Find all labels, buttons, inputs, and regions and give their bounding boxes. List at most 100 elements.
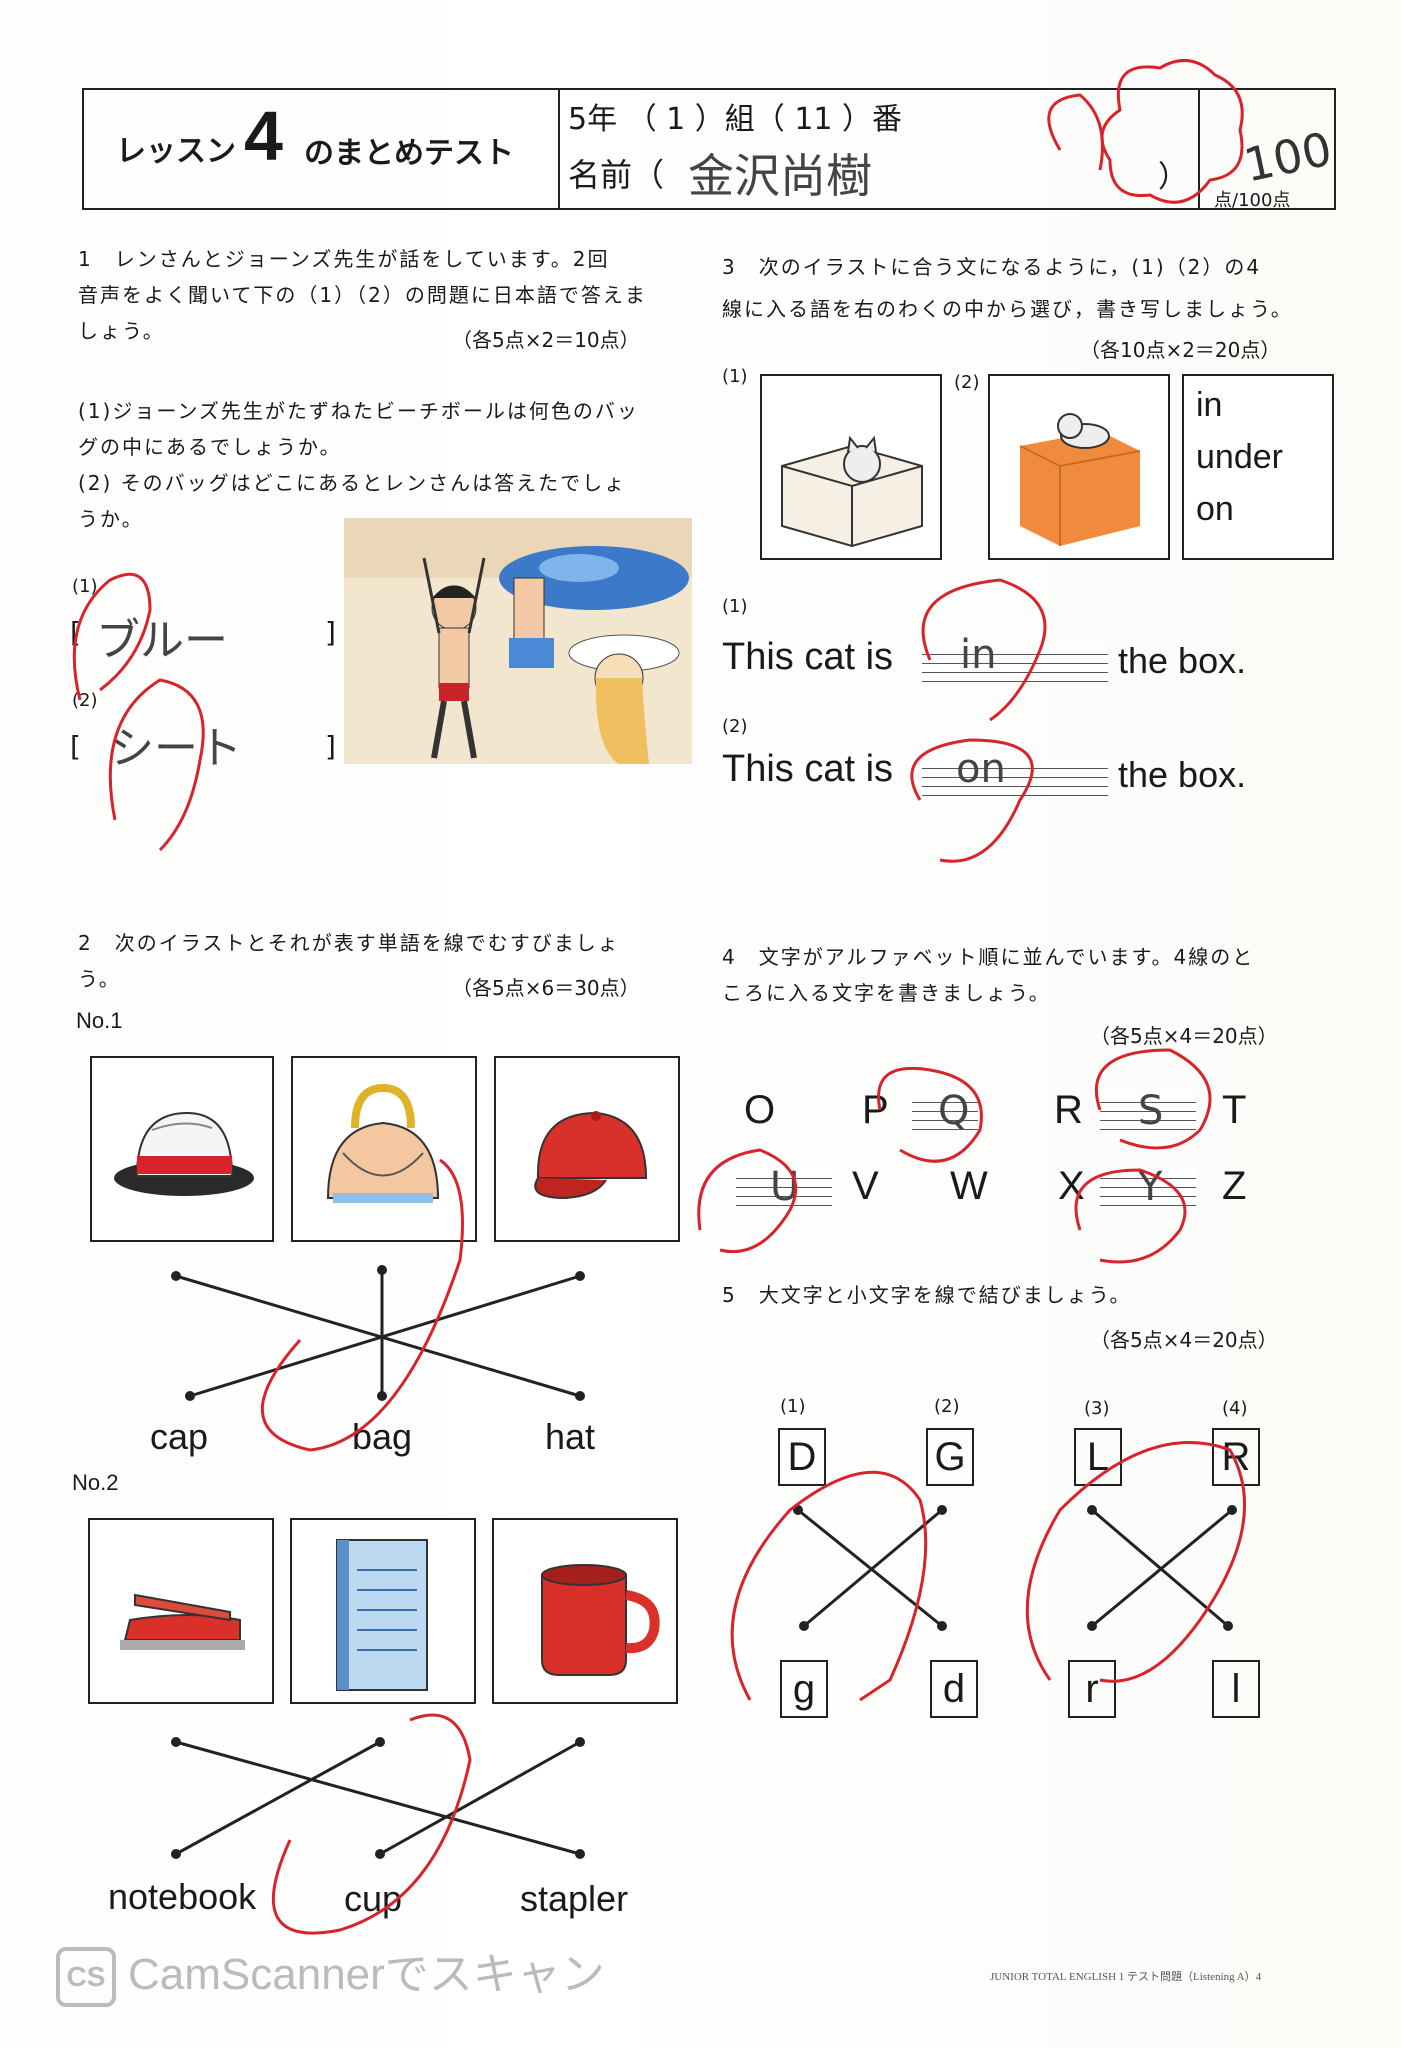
name-label: 名前（ — [568, 156, 665, 194]
line-stapler-to-stapler — [175, 1740, 581, 1856]
bracket-close-2: ] — [325, 730, 336, 763]
q1-sub-1b: グの中にあるでしょうか。 — [78, 435, 342, 459]
word-bag: bag — [352, 1416, 413, 1457]
choice-in: in — [1196, 386, 1223, 424]
q3-text-2: 線に入る語を右のわくの中から選び，書き写しましょう。 — [722, 297, 1293, 321]
q3-points: （各10点×2＝20点） — [1080, 338, 1281, 362]
q3-sentence-2-post: the box. — [1118, 754, 1247, 795]
beach-illustration — [344, 518, 692, 764]
lower-d: d — [930, 1660, 978, 1718]
q3-sentence-1-answer: in — [960, 632, 997, 678]
upper-D: D — [778, 1428, 826, 1486]
q1-answer-2-label: (2) — [72, 690, 98, 711]
four-lines-2 — [922, 760, 1108, 796]
letter-X: X — [1058, 1164, 1085, 1208]
four-lines-1 — [922, 646, 1108, 682]
q2-text-2: う。 — [78, 967, 121, 991]
letter-U-answer: U — [770, 1164, 800, 1210]
q1-answer-2: シート — [110, 723, 242, 774]
camscanner-logo-icon: CS — [56, 1947, 116, 2008]
class-line: 5年 （ 1 ）組（ 11 ）番 — [568, 102, 903, 137]
publisher-footer: JUNIOR TOTAL ENGLISH 1 テスト問題（Listening A… — [990, 1971, 1262, 1983]
score-value: 100 — [1239, 121, 1337, 193]
score-unit: 点/100点 — [1214, 190, 1291, 211]
lower-g: g — [780, 1660, 828, 1718]
q2-text-1: 2 次のイラストとそれが表す単語を線でむすびましょ — [78, 931, 620, 955]
name-value: 金沢尚樹 — [688, 149, 872, 203]
q4-text-1: 4 文字がアルファベット順に並んでいます。4線のと — [722, 945, 1255, 969]
upper-L: L — [1074, 1428, 1122, 1486]
cat-on-box-image — [988, 374, 1170, 560]
q2-points: （各5点×6＝30点） — [452, 976, 640, 1000]
word-choices-box: in under on — [1182, 374, 1334, 560]
picture-box-stapler — [88, 1518, 274, 1704]
q5-text-1: 5 大文字と小文字を線で結びましょう。 — [722, 1283, 1132, 1307]
q1-answer-1: ブルー — [96, 615, 228, 666]
letter-P: P — [862, 1088, 889, 1132]
cat-on-box-icon — [1019, 413, 1141, 546]
letter-S-answer: S — [1138, 1088, 1164, 1134]
cap-icon — [534, 1111, 648, 1200]
q3-image-2-label: (2) — [954, 372, 980, 393]
bracket-open-1: [ — [70, 616, 81, 649]
picture-box-notebook — [290, 1518, 476, 1704]
cup-icon — [541, 1564, 660, 1676]
q5-match-lines — [793, 1505, 1237, 1631]
bag-icon — [326, 1083, 440, 1203]
hat-icon — [114, 1111, 254, 1196]
q1-text-3: しょう。 — [78, 319, 165, 343]
q5-label-4: (4) — [1222, 1398, 1248, 1419]
name-cell: 5年 （ 1 ）組（ 11 ）番 名前（ 金沢尚樹 ） — [558, 90, 1200, 208]
q5-label-2: (2) — [934, 1396, 960, 1417]
q3-image-1-label: (1) — [722, 366, 748, 387]
picture-box-bag — [291, 1056, 477, 1242]
lower-l: l — [1212, 1660, 1260, 1718]
title-cell: レッスン 4 のまとめテスト — [84, 90, 560, 208]
bracket-open-2: [ — [70, 730, 81, 763]
picture-box-cup — [492, 1518, 678, 1704]
lower-r: r — [1068, 1660, 1116, 1718]
word-cap: cap — [150, 1416, 209, 1457]
cat-in-box-image — [760, 374, 942, 560]
header-box: レッスン 4 のまとめテスト 5年 （ 1 ）組（ 11 ）番 名前（ 金沢尚樹… — [82, 88, 1337, 211]
q3-sentence-1-label: (1) — [722, 596, 748, 617]
letter-W: W — [950, 1164, 988, 1208]
q1-sub-2b: うか。 — [78, 507, 144, 531]
upper-G: G — [926, 1428, 974, 1486]
q5-label-1: (1) — [780, 1396, 806, 1417]
q1-sub-2: (2) そのバッグはどこにあるとレンさんは答えたでしょ — [78, 471, 627, 495]
q1-sub-1: (1)ジョーンズ先生がたずねたビーチボールは何色のバッ — [78, 399, 639, 423]
picture-box-cap — [494, 1056, 680, 1242]
q1-answer-1-label: (1) — [72, 576, 98, 597]
q5-label-3: (3) — [1084, 1398, 1110, 1419]
stapler-icon — [120, 1593, 245, 1650]
letter-Z: Z — [1222, 1164, 1247, 1208]
camscanner-text: CamScannerでスキャン — [128, 1950, 605, 1999]
picture-box-hat — [90, 1056, 274, 1242]
title-prefix: レッスン — [116, 134, 236, 169]
q2-no2-label: No.2 — [72, 1470, 119, 1495]
upper-R: R — [1212, 1428, 1260, 1486]
letter-Q-answer: Q — [938, 1088, 970, 1134]
q3-sentence-1-pre: This cat is — [722, 636, 894, 678]
q3-sentence-1-post: the box. — [1118, 640, 1247, 681]
word-notebook: notebook — [108, 1876, 257, 1917]
q4-points: （各5点×4＝20点） — [1090, 1024, 1278, 1048]
q4-text-2: ころに入る文字を書きましょう。 — [722, 981, 1051, 1005]
letter-V: V — [852, 1164, 879, 1208]
q3-sentence-2-answer: on — [956, 746, 1006, 792]
q5-points: （各5点×4＝20点） — [1090, 1328, 1278, 1352]
letter-T: T — [1222, 1088, 1247, 1132]
letter-Y-answer: Y — [1138, 1164, 1163, 1210]
cat-in-box-icon — [781, 435, 923, 548]
q1-text-1: 1 レンさんとジョーンズ先生が話をしています。2回 — [78, 247, 610, 271]
no1-match-lines — [171, 1265, 585, 1401]
choice-under: under — [1196, 438, 1283, 476]
choice-on: on — [1196, 490, 1234, 528]
q1-text-2: 音声をよく聞いて下の（1）（2）の問題に日本語で答えま — [78, 283, 647, 307]
word-stapler: stapler — [520, 1878, 629, 1919]
q3-sentence-2-label: (2) — [722, 716, 748, 737]
word-hat: hat — [545, 1416, 596, 1457]
